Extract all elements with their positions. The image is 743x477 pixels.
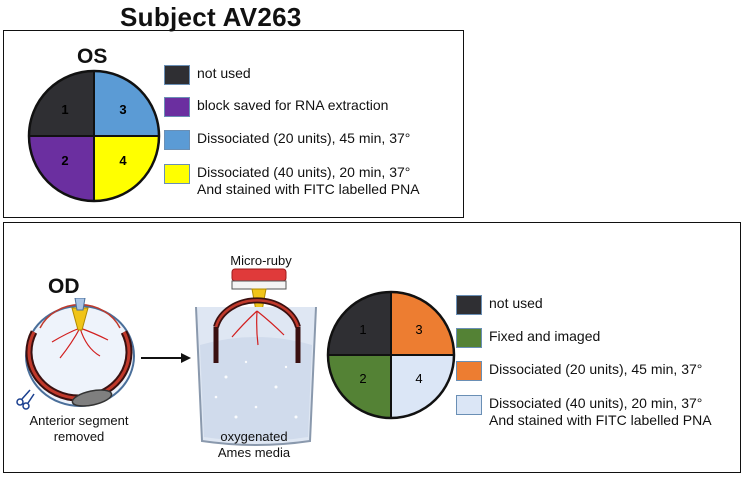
os-quadrant-4-num: 4 <box>119 153 127 168</box>
os-legend-swatch <box>164 65 190 85</box>
od-label: OD <box>48 275 80 298</box>
od-legend-text: Dissociated (20 units), 45 min, 37° <box>489 361 703 377</box>
eye-illustration <box>16 298 135 410</box>
od-legend-swatch <box>456 295 482 315</box>
os-legend-item: not used <box>164 65 251 85</box>
os-legend-text: not used <box>197 65 251 81</box>
od-legend-item: Dissociated (40 units), 20 min, 37° And … <box>456 395 712 429</box>
os-legend-text: And stained with FITC labelled PNA <box>197 181 420 197</box>
od-legend-swatch <box>456 395 482 415</box>
os-legend-text: Dissociated (20 units), 45 min, 37° <box>197 130 411 146</box>
scissors-icon <box>16 389 35 410</box>
os-legend-item: block saved for RNA extraction <box>164 97 388 117</box>
os-legend-item: Dissociated (40 units), 20 min, 37° And … <box>164 164 420 198</box>
od-quadrant-1 <box>328 292 391 355</box>
beaker-caption: oxygenated Ames media <box>184 429 324 461</box>
od-legend-text: And stained with FITC labelled PNA <box>489 412 712 428</box>
os-quadrant-3-num: 3 <box>119 102 126 117</box>
page-title: Subject AV263 <box>120 2 302 32</box>
od-quadrant-4-num: 4 <box>415 371 422 386</box>
os-legend-text: Dissociated (40 units), 20 min, 37° <box>197 164 411 180</box>
os-quadrant-pie: 1 2 3 4 <box>27 69 161 203</box>
eye-caption-line: Anterior segment <box>29 413 129 428</box>
od-legend-item: Dissociated (20 units), 45 min, 37° <box>456 361 702 381</box>
os-quadrant-3 <box>94 71 159 136</box>
od-legend-swatch <box>456 328 482 348</box>
os-legend-item: Dissociated (20 units), 45 min, 37° <box>164 130 410 150</box>
od-legend-text: not used <box>489 295 543 311</box>
os-quadrant-1-num: 1 <box>61 102 68 117</box>
od-quadrant-2 <box>328 355 391 418</box>
od-quadrant-1-num: 1 <box>359 322 366 337</box>
os-legend-swatch <box>164 130 190 150</box>
os-quadrant-2 <box>29 136 94 201</box>
od-legend-text: Dissociated (40 units), 20 min, 37° <box>489 395 703 411</box>
beaker-illustration <box>195 268 317 446</box>
beaker-caption-line: Ames media <box>217 445 291 460</box>
od-panel: OD Anterior segment removed Micro-ruby <box>3 222 741 473</box>
micro-ruby-label: Micro-ruby <box>230 253 292 268</box>
eye-caption: Anterior segment removed <box>14 413 144 445</box>
os-legend-swatch <box>164 97 190 117</box>
od-quadrant-3 <box>391 292 454 355</box>
os-label: OS <box>77 45 108 68</box>
od-legend-item: Fixed and imaged <box>456 328 600 348</box>
od-quadrant-2-num: 2 <box>359 371 366 386</box>
os-panel: OS 1 2 3 4 not used block saved for RNA … <box>3 30 464 218</box>
os-legend-swatch <box>164 164 190 184</box>
os-quadrant-2-num: 2 <box>61 153 68 168</box>
os-quadrant-1 <box>29 71 94 136</box>
beaker-caption-line: oxygenated <box>220 429 288 444</box>
od-legend-swatch <box>456 361 482 381</box>
arrow-right-icon <box>141 353 191 363</box>
os-legend-text: block saved for RNA extraction <box>197 97 389 113</box>
eye-caption-line: removed <box>53 429 105 444</box>
od-legend-item: not used <box>456 295 543 315</box>
od-quadrant-pie: 1 2 3 4 <box>326 290 456 420</box>
od-quadrant-4 <box>391 355 454 418</box>
os-quadrant-4 <box>94 136 159 201</box>
od-quadrant-3-num: 3 <box>415 322 422 337</box>
od-legend-text: Fixed and imaged <box>489 328 601 344</box>
